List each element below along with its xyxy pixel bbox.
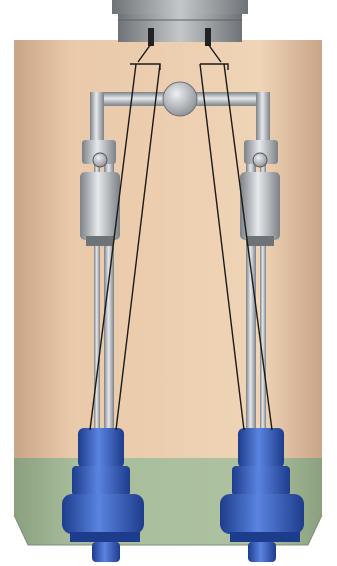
drive-head-top	[112, 0, 248, 14]
right-pump-motor	[238, 428, 284, 468]
left-valve-icon	[93, 153, 107, 167]
left-pump-inlet	[92, 542, 120, 562]
right-valve-icon	[253, 153, 267, 167]
right-cable-clamp	[205, 28, 211, 46]
right-pump-volute	[220, 494, 304, 534]
drive-head-body	[118, 14, 242, 42]
right-pump-inlet	[248, 542, 276, 562]
drive-head	[112, 0, 248, 46]
right-pump-housing	[232, 466, 290, 496]
left-pump-housing	[72, 466, 130, 496]
left-cable-clamp	[148, 28, 154, 46]
manifold-hub	[163, 82, 197, 116]
left-check-valve	[80, 172, 120, 240]
left-pump-volute	[62, 494, 144, 534]
left-pump-motor	[78, 428, 124, 468]
